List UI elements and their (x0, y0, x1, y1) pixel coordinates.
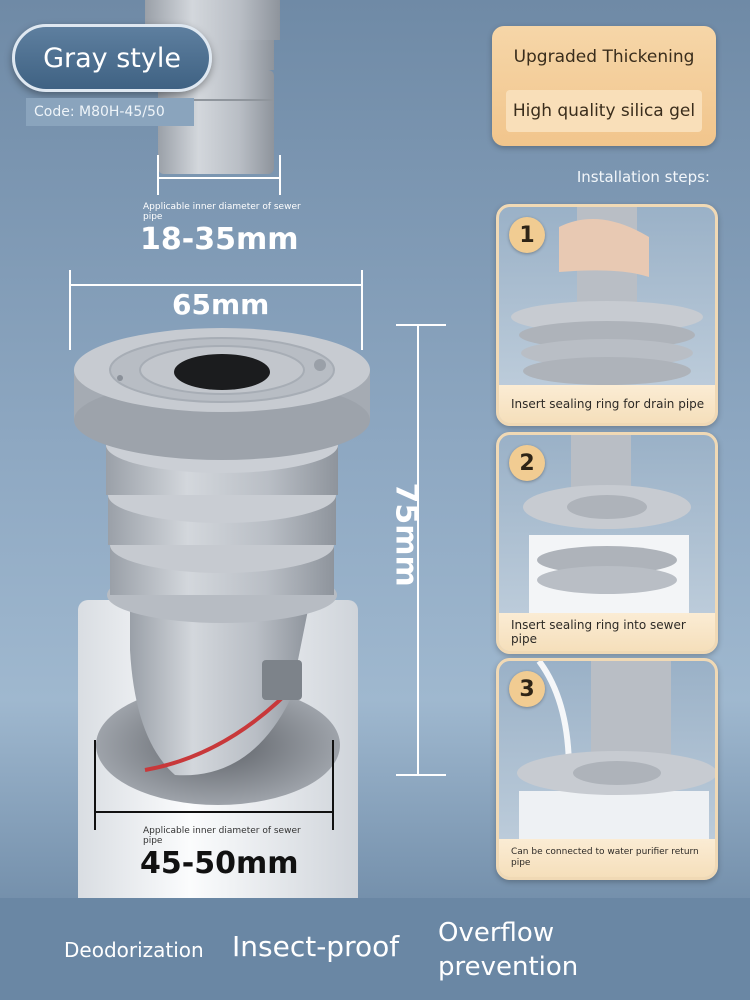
installation-title: Installation steps: (576, 168, 710, 186)
feature-badges: Upgraded Thickening High quality silica … (492, 26, 716, 146)
install-step-3: 3 Can be connected to water purifier ret… (496, 658, 718, 880)
step-2-number: 2 (509, 445, 545, 481)
badge-silica-gel: High quality silica gel (506, 90, 702, 132)
bottom-diameter-caption: Applicable inner diameter of sewer pipe (143, 826, 301, 846)
bottom-diameter-value: 45-50mm (140, 846, 299, 881)
step-3-caption: Can be connected to water purifier retur… (499, 839, 715, 877)
step-1-illustration (511, 207, 703, 385)
features-banner (0, 898, 750, 1000)
feature-insect-proof: Insect-proof (232, 930, 400, 963)
width-value: 65mm (172, 288, 270, 321)
style-label: Gray style (43, 42, 181, 74)
top-diameter-caption: Applicable inner diameter of sewer pipe (143, 202, 301, 222)
step-2-caption: Insert sealing ring into sewer pipe (499, 613, 715, 651)
height-value: 75mm (388, 482, 424, 587)
step-1-caption: Insert sealing ring for drain pipe (499, 385, 715, 423)
badge-thickening: Upgraded Thickening (513, 47, 695, 67)
install-step-2: 2 Insert sealing ring into sewer pipe (496, 432, 718, 654)
product-code: Code: M80H-45/50 (26, 98, 194, 126)
feature-overflow-prevention: Overflow prevention (438, 918, 579, 982)
step-3-number: 3 (509, 671, 545, 707)
step-1-number: 1 (509, 217, 545, 253)
top-diameter-value: 18-35mm (140, 222, 299, 257)
feature-deodorization: Deodorization (64, 938, 204, 962)
style-label-pill: Gray style (12, 24, 212, 92)
step-2-illustration (523, 435, 691, 625)
install-step-1: 1 Insert sealing ring for drain pipe (496, 204, 718, 426)
